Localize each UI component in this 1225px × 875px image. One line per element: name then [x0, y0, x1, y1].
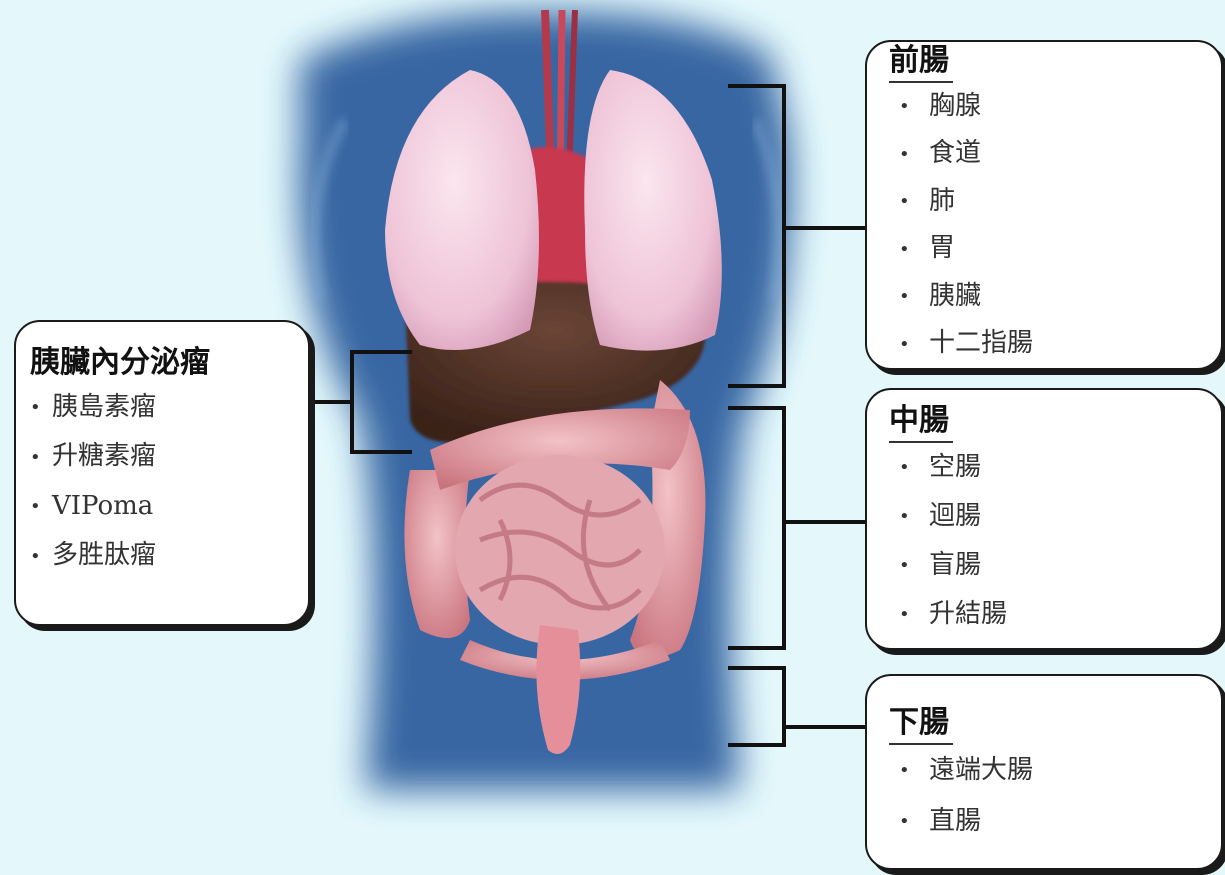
pnet-title: 胰臟內分泌瘤 [30, 346, 214, 383]
hindgut-bracket [728, 668, 868, 745]
foregut-title: 前腸 [889, 44, 953, 83]
foregut-box: 前腸 •胸腺 •食道 •肺 •胃 •胰臟 •十二指腸 [865, 40, 1223, 370]
list-item: •胰島素瘤 [30, 383, 308, 433]
midgut-list: •空腸 •迴腸 •盲腸 •升結腸 [899, 443, 1221, 639]
list-item: •遠端大腸 [899, 745, 1221, 796]
list-item: •VIPoma [30, 482, 308, 532]
bullet-icon: • [30, 433, 52, 482]
list-item: •升結腸 [899, 590, 1221, 639]
foregut-list: •胸腺 •食道 •肺 •胃 •胰臟 •十二指腸 [899, 83, 1221, 368]
list-item: •迴腸 [899, 492, 1221, 541]
pnet-list: •胰島素瘤 •升糖素瘤 •VIPoma •多胜肽瘤 [30, 383, 308, 581]
list-item: •食道 [899, 130, 1221, 178]
bullet-icon: • [899, 83, 929, 130]
list-item: •胃 [899, 225, 1221, 273]
pnet-box: 胰臟內分泌瘤 •胰島素瘤 •升糖素瘤 •VIPoma •多胜肽瘤 [14, 320, 310, 626]
midgut-title: 中腸 [889, 404, 953, 443]
bullet-icon: • [30, 383, 52, 432]
list-item: •空腸 [899, 443, 1221, 492]
bullet-icon: • [899, 178, 929, 225]
list-item: •直腸 [899, 796, 1221, 847]
list-item: •胸腺 [899, 83, 1221, 131]
hindgut-box: 下腸 •遠端大腸 •直腸 [865, 674, 1223, 870]
bullet-icon: • [899, 444, 929, 492]
bullet-icon: • [30, 532, 52, 581]
bullet-icon: • [899, 797, 929, 847]
hindgut-title: 下腸 [889, 706, 953, 745]
list-item: •胰臟 [899, 273, 1221, 321]
bullet-icon: • [899, 493, 929, 541]
list-item: •肺 [899, 178, 1221, 226]
bullet-icon: • [899, 746, 929, 796]
bullet-icon: • [899, 591, 929, 639]
bullet-icon: • [899, 321, 929, 368]
bullet-icon: • [899, 226, 929, 273]
list-item: •盲腸 [899, 541, 1221, 590]
bullet-icon: • [899, 542, 929, 590]
bullet-icon: • [899, 273, 929, 320]
list-item: •多胜肽瘤 [30, 531, 308, 581]
midgut-box: 中腸 •空腸 •迴腸 •盲腸 •升結腸 [865, 388, 1223, 650]
midgut-bracket [728, 408, 868, 648]
list-item: •升糖素瘤 [30, 432, 308, 482]
hindgut-list: •遠端大腸 •直腸 [899, 745, 1221, 847]
bullet-icon: • [899, 131, 929, 178]
list-item: •十二指腸 [899, 320, 1221, 368]
bullet-icon: • [30, 482, 52, 531]
